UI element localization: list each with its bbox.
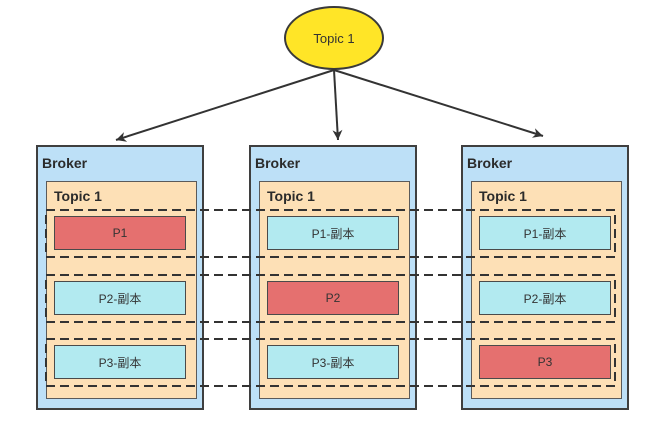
topic-node-label: Topic 1 <box>313 30 355 46</box>
arrow-to-broker-1 <box>115 69 335 142</box>
arrow-to-broker-3 <box>333 69 544 138</box>
broker-2-partition-p3: P3-副本 <box>267 345 399 379</box>
broker-3-partition-p1: P1-副本 <box>479 216 611 250</box>
broker-3-topic-label: Topic 1 <box>479 188 527 204</box>
broker-3-partition-p2: P2-副本 <box>479 281 611 315</box>
broker-1-partition-p1: P1 <box>54 216 186 250</box>
topic-node: Topic 1 <box>284 6 384 70</box>
broker-1-partition-p3: P3-副本 <box>54 345 186 379</box>
broker-1-label: Broker <box>42 155 88 171</box>
broker-2-label: Broker <box>255 155 301 171</box>
broker-3-label: Broker <box>467 155 513 171</box>
broker-1-topic-label: Topic 1 <box>54 188 102 204</box>
broker-2-partition-p2: P2 <box>267 281 399 315</box>
broker-2-partition-p1: P1-副本 <box>267 216 399 250</box>
broker-2-topic-label: Topic 1 <box>267 188 315 204</box>
broker-3-partition-p3: P3 <box>479 345 611 379</box>
broker-1-partition-p2: P2-副本 <box>54 281 186 315</box>
arrow-to-broker-2 <box>332 69 343 141</box>
